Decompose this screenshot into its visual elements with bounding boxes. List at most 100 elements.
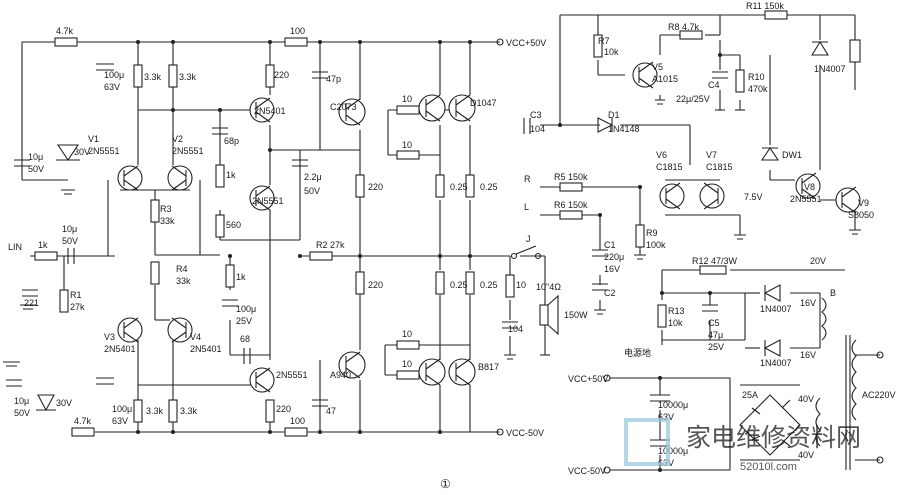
resistor-r5	[559, 182, 583, 192]
label-input: LIN	[8, 242, 22, 252]
resistors	[34, 10, 788, 437]
label-ac220v: AC220V	[862, 390, 896, 400]
label-25v-b: 25V	[236, 316, 252, 326]
label-r3: R3	[160, 204, 172, 214]
label-r560: 560	[226, 220, 241, 230]
transistor-d1047-a-icon	[418, 94, 446, 122]
label-r025-a: 0.25	[450, 182, 468, 192]
label-r1-value: 27k	[70, 302, 85, 312]
label-v1: V1	[88, 134, 99, 144]
diodes	[36, 40, 829, 456]
svg-text:家电维修资料网: 家电维修资料网	[686, 424, 861, 452]
label-r220-a: 220	[274, 70, 289, 80]
label-20v: 20V	[810, 256, 826, 266]
label-input-l: L	[524, 202, 529, 212]
ac-terminals-icon	[876, 351, 884, 464]
resistor-r7	[593, 34, 603, 58]
label-r13-value: 10k	[668, 318, 683, 328]
label-r7-value: 10k	[604, 47, 619, 57]
resistor-10-d	[396, 370, 420, 380]
label-r6: R6 150k	[554, 200, 588, 210]
label-c10u-bl: 10μ	[14, 396, 29, 406]
label-v8: V8	[804, 182, 815, 192]
zener-dw1-icon	[760, 147, 780, 161]
label-v4-type: 2N5401	[190, 344, 222, 354]
label-40v-a: 40V	[798, 394, 814, 404]
label-50v-b: 50V	[304, 186, 320, 196]
label-c10000-a: 10000μ	[658, 400, 688, 410]
transistor-v3-icon	[117, 317, 143, 343]
label-r2: R2 27k	[316, 240, 345, 250]
label-c221: 221	[24, 298, 39, 308]
speaker-icon	[539, 294, 559, 336]
label-d1047: D1047	[470, 98, 497, 108]
label-c100u-top: 100μ	[104, 70, 124, 80]
label-2n5551-c: 2N5551	[276, 370, 308, 380]
label-c47p: 47p	[326, 74, 341, 84]
resistor-33k-b	[168, 64, 178, 88]
cap-100u-bot	[96, 377, 114, 385]
label-transformer-b: B	[830, 288, 836, 298]
resistor-r4	[150, 261, 160, 285]
label-r220-b: 220	[276, 404, 291, 414]
resistor-r3	[150, 199, 160, 223]
label-63v-bot: 63V	[112, 416, 128, 426]
label-c5-voltage: 25V	[708, 342, 724, 352]
label-v3: V3	[104, 332, 115, 342]
diode-1n4007-relay-icon	[811, 40, 829, 56]
label-vcc-neg: VCC-50V	[506, 428, 544, 438]
transistor-2n5551-bot-icon	[249, 367, 275, 393]
label-r3-value: 33k	[160, 216, 175, 226]
label-50v-bl: 50V	[14, 408, 30, 418]
label-r1k-a: 1k	[226, 170, 236, 180]
label-c4: C4	[708, 80, 720, 90]
label-v9-type: S8050	[848, 210, 874, 220]
resistor-1k-input	[34, 251, 58, 261]
resistor-47k-top	[54, 37, 78, 47]
resistor-100-top	[284, 37, 308, 47]
label-r4: R4	[176, 264, 188, 274]
label-v1-type: 2N5551	[88, 146, 120, 156]
label-30v-bl: 30V	[56, 398, 72, 408]
cap-68	[243, 348, 251, 364]
label-r10-a: 10	[402, 94, 412, 104]
diode-d1-icon	[597, 117, 614, 133]
component-labels: 4.7k 100 100μ 63V 3.3k 3.3k 220 47p 10μ …	[8, 1, 896, 491]
label-c104-out: 104	[508, 324, 523, 334]
label-d1: D1	[608, 110, 620, 120]
resistor-220-b	[265, 399, 275, 423]
label-ps-pos: VCC+50V	[568, 374, 608, 384]
label-input-r: R	[524, 174, 531, 184]
zener-30v-bot-icon	[36, 394, 56, 412]
label-c2073: C2073	[330, 102, 357, 112]
cap-100u-b	[222, 299, 238, 307]
resistor-r9	[635, 224, 645, 248]
label-r33k-d: 3.3k	[180, 406, 198, 416]
label-r7: R7	[598, 36, 610, 46]
label-c10u-left: 10μ	[28, 152, 43, 162]
label-v7-type: C1815	[706, 162, 733, 172]
resistor-r12	[699, 265, 727, 275]
label-r-47k-top: 4.7k	[56, 26, 74, 36]
label-v9: V9	[858, 198, 869, 208]
capacitors	[6, 63, 728, 447]
label-speaker: 10"4Ω	[536, 282, 561, 292]
label-c10u-in: 10μ	[62, 224, 77, 234]
resistor-10-out	[505, 274, 515, 298]
resistor-1k-b	[225, 264, 235, 288]
transistor-v7-icon	[699, 182, 725, 210]
resistor-100-bot	[284, 427, 308, 437]
label-r11: R11 150k	[746, 1, 784, 11]
cap-47	[312, 399, 328, 407]
diode-1n4007-b-icon	[763, 339, 781, 357]
cap-22u	[292, 159, 308, 167]
transistor-b817-b-icon	[448, 358, 476, 386]
resistor-r10	[735, 69, 745, 93]
label-c68p: 68p	[224, 136, 239, 146]
transistor-v4-icon	[167, 317, 193, 343]
label-dw1: DW1	[782, 150, 802, 160]
label-v8-type: 2N5551	[790, 194, 822, 204]
transistor-v1-icon	[117, 165, 143, 191]
label-c1: C1	[604, 240, 616, 250]
